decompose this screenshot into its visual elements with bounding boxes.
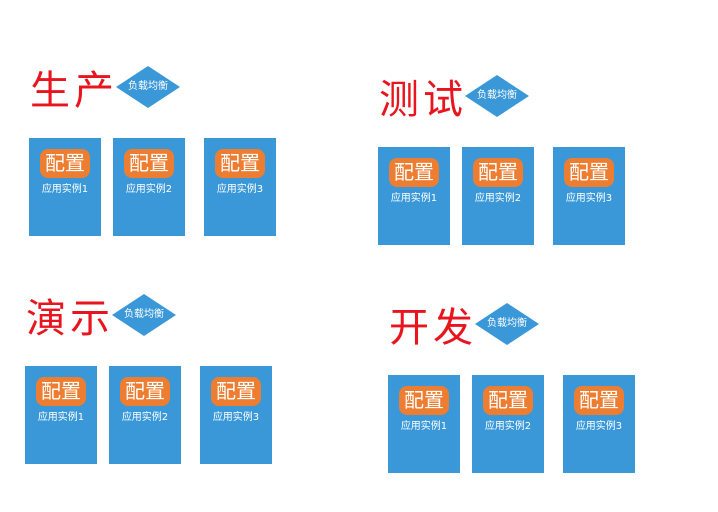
instance-label: 应用实例1 bbox=[390, 193, 438, 204]
config-badge: 配置 bbox=[483, 386, 533, 415]
load-balancer-label: 负载均衡 bbox=[487, 318, 527, 329]
group-testing: 测试 负载均衡 配置 应用实例1 配置 应用实例2 配置 应用实例3 bbox=[349, 9, 649, 249]
app-instance: 配置 应用实例3 bbox=[553, 147, 625, 245]
config-badge: 配置 bbox=[36, 377, 86, 406]
app-instance: 配置 应用实例2 bbox=[472, 375, 544, 473]
diamond-shape bbox=[112, 294, 176, 336]
config-badge: 配置 bbox=[473, 158, 523, 187]
diamond-shape bbox=[465, 75, 529, 117]
app-instance: 配置 应用实例1 bbox=[378, 147, 450, 245]
instance-label: 应用实例1 bbox=[400, 421, 448, 432]
group-development: 开发 负载均衡 配置 应用实例1 配置 应用实例2 配置 应用实例3 bbox=[359, 237, 659, 477]
app-instance: 配置 应用实例2 bbox=[109, 366, 181, 464]
group-title: 开发 bbox=[389, 305, 477, 351]
load-balancer: 负载均衡 bbox=[112, 294, 176, 336]
instance-label: 应用实例3 bbox=[216, 184, 264, 195]
instance-label: 应用实例3 bbox=[212, 412, 260, 423]
instance-label: 应用实例1 bbox=[41, 184, 89, 195]
diamond-shape bbox=[116, 66, 180, 108]
app-instance: 配置 应用实例3 bbox=[200, 366, 272, 464]
config-badge: 配置 bbox=[399, 386, 449, 415]
instance-label: 应用实例2 bbox=[125, 184, 173, 195]
app-instance: 配置 应用实例3 bbox=[563, 375, 635, 473]
app-instance: 配置 应用实例1 bbox=[388, 375, 460, 473]
group-production: 生产 负载均衡 配置 应用实例1 配置 应用实例2 配置 应用实例3 bbox=[0, 0, 300, 240]
group-title: 测试 bbox=[379, 77, 467, 123]
load-balancer-label: 负载均衡 bbox=[124, 309, 164, 320]
instance-label: 应用实例3 bbox=[565, 193, 613, 204]
instance-label: 应用实例2 bbox=[474, 193, 522, 204]
config-badge: 配置 bbox=[211, 377, 261, 406]
config-badge: 配置 bbox=[120, 377, 170, 406]
load-balancer: 负载均衡 bbox=[116, 66, 180, 108]
group-demo: 演示 负载均衡 配置 应用实例1 配置 应用实例2 配置 应用实例3 bbox=[0, 228, 296, 468]
config-badge: 配置 bbox=[564, 158, 614, 187]
app-instance: 配置 应用实例3 bbox=[204, 138, 276, 236]
group-title: 生产 bbox=[30, 68, 118, 114]
app-instance: 配置 应用实例1 bbox=[25, 366, 97, 464]
config-badge: 配置 bbox=[574, 386, 624, 415]
instance-label: 应用实例1 bbox=[37, 412, 85, 423]
config-badge: 配置 bbox=[124, 149, 174, 178]
instance-label: 应用实例2 bbox=[121, 412, 169, 423]
instance-label: 应用实例3 bbox=[575, 421, 623, 432]
load-balancer: 负载均衡 bbox=[475, 303, 539, 345]
load-balancer-label: 负载均衡 bbox=[128, 81, 168, 92]
diamond-shape bbox=[475, 303, 539, 345]
load-balancer-label: 负载均衡 bbox=[477, 90, 517, 101]
instance-label: 应用实例2 bbox=[484, 421, 532, 432]
load-balancer: 负载均衡 bbox=[465, 75, 529, 117]
app-instance: 配置 应用实例2 bbox=[462, 147, 534, 245]
app-instance: 配置 应用实例1 bbox=[29, 138, 101, 236]
config-badge: 配置 bbox=[215, 149, 265, 178]
config-badge: 配置 bbox=[389, 158, 439, 187]
config-badge: 配置 bbox=[40, 149, 90, 178]
group-title: 演示 bbox=[26, 296, 114, 342]
app-instance: 配置 应用实例2 bbox=[113, 138, 185, 236]
